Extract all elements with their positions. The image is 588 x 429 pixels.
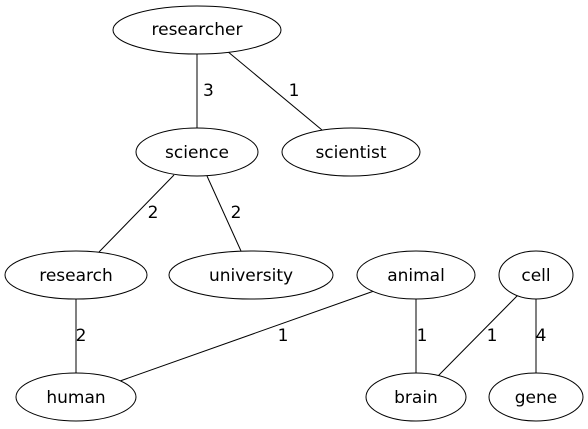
edge-animal-human: 1 — [119, 290, 375, 382]
edge-researcher-science: 3 — [196, 53, 214, 128]
node-research: research — [4, 250, 148, 300]
edge-label: 4 — [536, 326, 547, 346]
node-scientist: scientist — [281, 127, 421, 177]
edge-label: 1 — [278, 326, 289, 346]
node-label: science — [165, 143, 229, 163]
node-cell: cell — [498, 250, 574, 300]
node-label: university — [209, 266, 293, 286]
node-animal: animal — [356, 250, 476, 300]
node-label: scientist — [315, 143, 386, 163]
edge-cell-brain: 1 — [437, 294, 519, 377]
edge-science-research: 2 — [98, 174, 175, 253]
edge-label: 1 — [289, 81, 300, 101]
edge-label: 1 — [487, 326, 498, 346]
node-human: human — [15, 372, 137, 422]
edge-animal-brain: 1 — [415, 298, 428, 373]
node-university: university — [168, 250, 334, 300]
edge-label: 3 — [203, 81, 214, 101]
node-label: animal — [387, 266, 445, 286]
node-label: researcher — [152, 20, 243, 40]
edge-label: 2 — [231, 203, 242, 223]
edge-label: 2 — [148, 203, 159, 223]
node-label: research — [39, 266, 113, 286]
node-science: science — [135, 127, 259, 177]
edge-researcher-scientist: 1 — [226, 50, 323, 131]
node-label: gene — [515, 388, 557, 408]
node-brain: brain — [365, 372, 467, 422]
node-label: human — [46, 388, 105, 408]
edge-cell-gene: 4 — [535, 298, 547, 373]
node-label: brain — [394, 388, 438, 408]
edge-label: 2 — [76, 326, 87, 346]
edge-science-university: 2 — [206, 175, 242, 252]
edge-label: 1 — [417, 326, 428, 346]
edge-research-human: 2 — [75, 298, 87, 373]
node-researcher: researcher — [112, 5, 282, 55]
node-label: cell — [521, 266, 550, 286]
node-gene: gene — [488, 372, 584, 422]
